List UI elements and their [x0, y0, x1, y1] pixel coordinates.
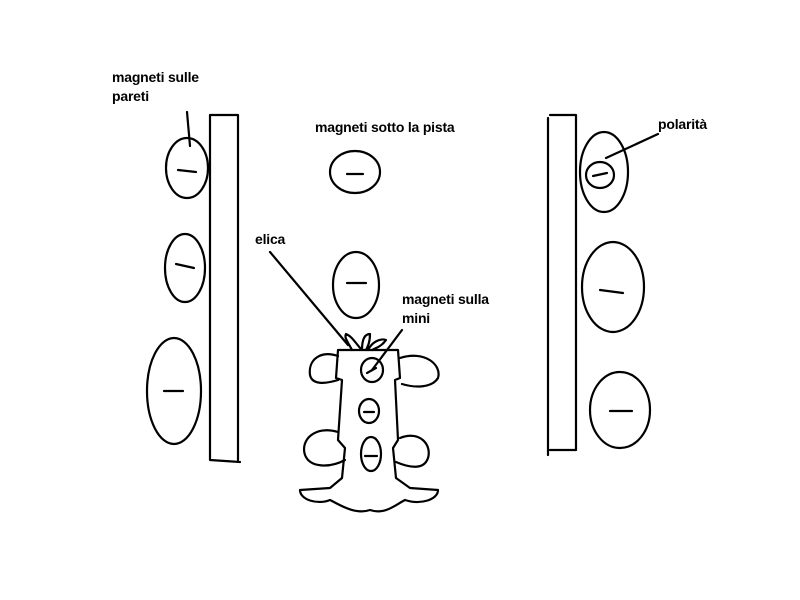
- label-track-magnets: magneti sotto la pista: [315, 119, 455, 135]
- label-car-magnets-line2: mini: [402, 310, 430, 326]
- wall-magnet-6: [588, 370, 652, 450]
- right-wall: [546, 113, 578, 457]
- label-wall-magnets-line1: magneti sulle: [112, 69, 199, 85]
- label-car-magnets-line1: magneti sulla: [402, 291, 489, 307]
- leader-line-walls: [185, 110, 192, 148]
- mini-car: [298, 332, 440, 513]
- label-car-magnets: magneti sulla mini: [402, 290, 489, 328]
- left-wall: [208, 113, 242, 464]
- track-magnet-1: [328, 149, 382, 195]
- label-propeller: elica: [255, 231, 286, 247]
- wall-magnet-2: [163, 232, 207, 304]
- car-magnet-3: [359, 435, 383, 473]
- label-wall-magnets: magneti sulle pareti: [112, 68, 199, 106]
- car-magnet-2: [357, 397, 381, 425]
- label-wall-magnets-line2: pareti: [112, 88, 149, 104]
- wall-magnet-5: [580, 240, 646, 334]
- label-polarity: polarità: [658, 116, 707, 132]
- leader-line-propeller: [268, 250, 350, 347]
- leader-line-polarity: [604, 132, 660, 160]
- wall-magnet-1: [164, 136, 210, 200]
- propeller-icon: [344, 332, 388, 352]
- track-magnet-2: [331, 250, 381, 320]
- wall-magnet-4: [578, 130, 630, 214]
- wall-magnet-3: [145, 336, 203, 446]
- car-magnet-1: [359, 356, 385, 384]
